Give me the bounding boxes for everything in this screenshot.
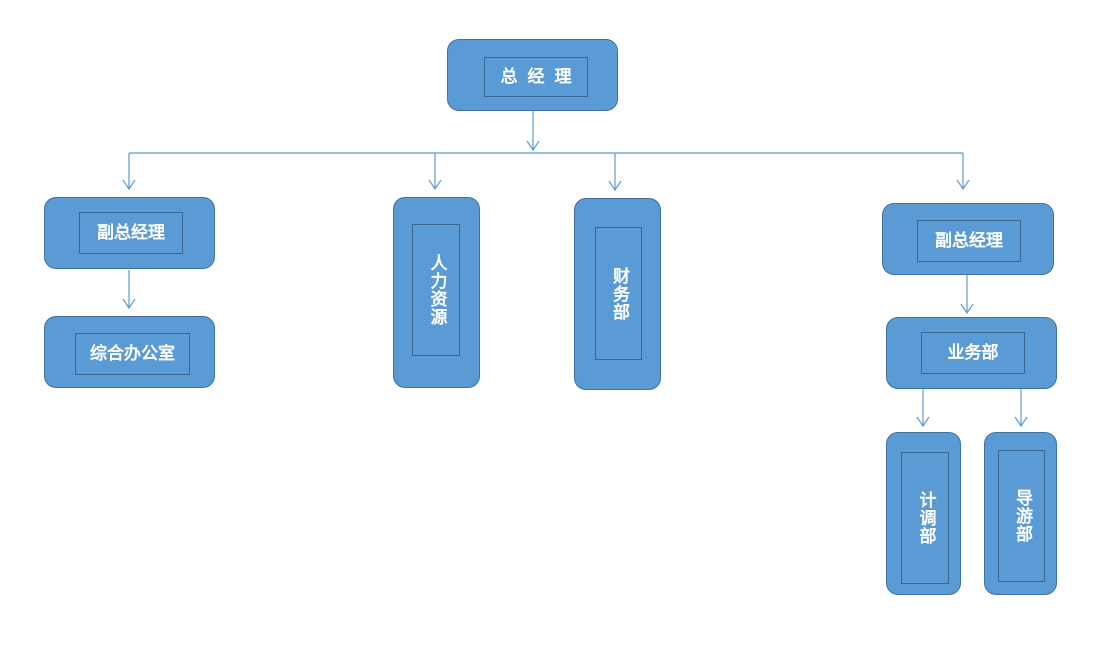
node-deputy-right-inner: 副总经理 [917, 220, 1021, 262]
arrow-hr [428, 179, 442, 191]
node-deputy-right-label: 副总经理 [935, 230, 1003, 251]
arrow-ceo [526, 140, 540, 152]
arrow-deputy-right [956, 179, 970, 191]
node-general-office-inner: 综合办公室 [75, 333, 190, 375]
node-planning-inner: 计调部 [901, 452, 949, 584]
node-human-resources-inner: 人力资源 [412, 224, 460, 356]
node-general-office-label: 综合办公室 [90, 343, 175, 364]
node-business-inner: 业务部 [921, 332, 1025, 374]
node-human-resources: 人力资源 [393, 197, 480, 388]
node-finance: 财务部 [574, 198, 661, 390]
node-tour-guide: 导游部 [984, 432, 1057, 595]
arrow-planning [916, 416, 930, 428]
node-business-label: 业务部 [947, 342, 999, 363]
node-tour-guide-label: 导游部 [1012, 489, 1032, 543]
node-general-office: 综合办公室 [44, 316, 215, 388]
arrow-business [960, 303, 974, 315]
arrow-tour-guide [1014, 416, 1028, 428]
node-tour-guide-inner: 导游部 [998, 450, 1045, 582]
node-finance-inner: 财务部 [595, 227, 642, 360]
node-deputy-left-label: 副总经理 [97, 222, 165, 243]
node-ceo-inner: 总经理 [484, 57, 588, 97]
node-planning-label: 计调部 [915, 491, 936, 545]
node-planning: 计调部 [886, 432, 961, 595]
node-finance-label: 财务部 [609, 266, 629, 321]
node-human-resources-label: 人力资源 [426, 254, 447, 326]
arrow-deputy-left [122, 179, 136, 191]
arrow-finance [608, 180, 622, 192]
node-ceo-label: 总经理 [500, 66, 582, 87]
node-ceo: 总经理 [447, 39, 618, 111]
node-deputy-left: 副总经理 [44, 197, 215, 269]
node-business: 业务部 [886, 317, 1057, 389]
node-deputy-right: 副总经理 [882, 203, 1054, 275]
arrow-office [122, 298, 136, 310]
node-deputy-left-inner: 副总经理 [79, 212, 183, 254]
